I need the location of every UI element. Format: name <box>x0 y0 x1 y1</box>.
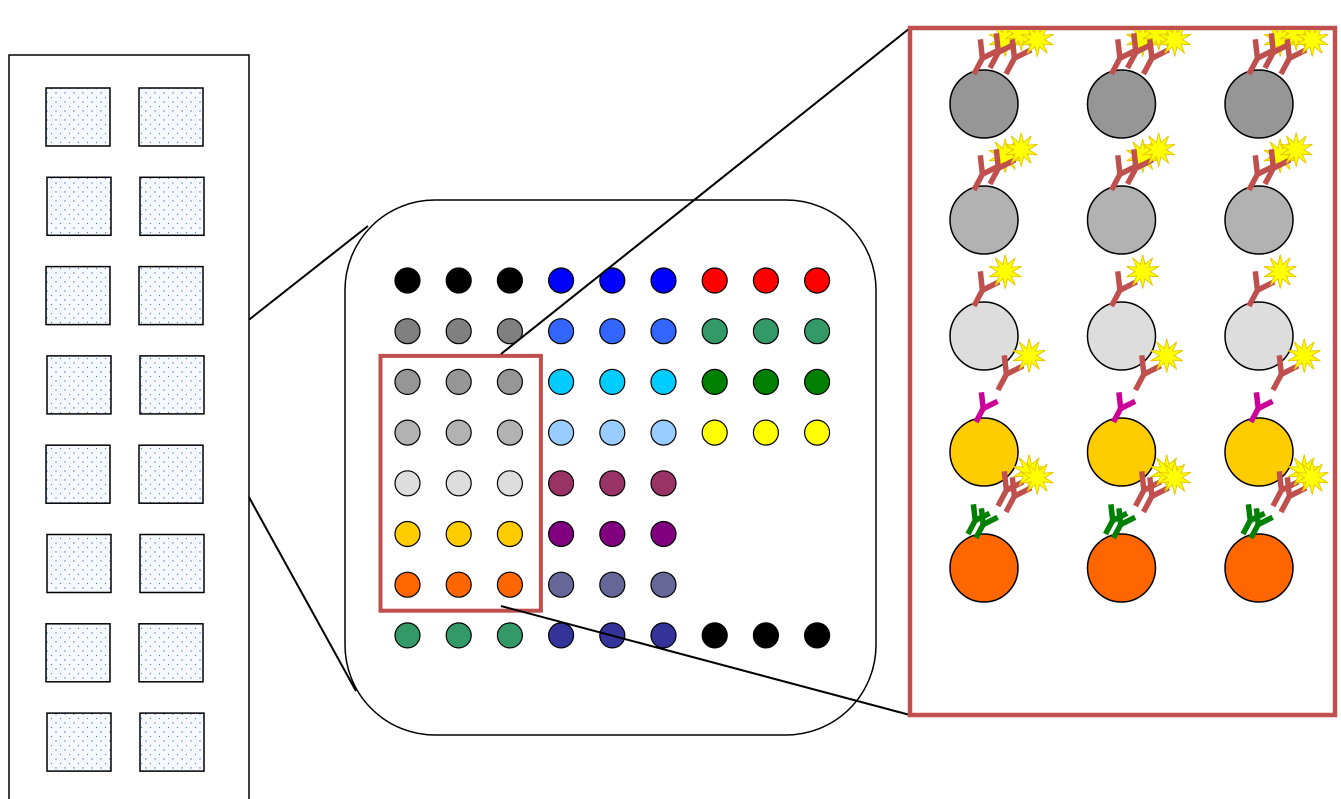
array-spot <box>702 268 727 293</box>
array-spot <box>549 268 574 293</box>
array-spot <box>549 522 574 547</box>
slide-pad <box>139 624 203 682</box>
array-spot <box>651 623 676 648</box>
slide-pad <box>139 267 203 325</box>
bead <box>950 70 1018 138</box>
array-spot <box>600 420 625 445</box>
array-spot <box>600 319 625 344</box>
array-spot <box>446 623 471 648</box>
array-spot <box>805 369 830 394</box>
bead <box>950 186 1018 254</box>
array-spot <box>805 420 830 445</box>
slide-pad <box>46 267 110 325</box>
bead <box>1088 534 1156 602</box>
array-spot <box>497 471 522 496</box>
array-spot <box>549 369 574 394</box>
array-spot <box>805 268 830 293</box>
array-spot <box>446 471 471 496</box>
array-spot <box>446 369 471 394</box>
array-spot <box>651 319 676 344</box>
bead <box>1088 418 1156 486</box>
array-spot <box>446 572 471 597</box>
slide-pad <box>47 535 111 593</box>
array-spot <box>651 522 676 547</box>
array-spot <box>497 369 522 394</box>
array-spot <box>497 522 522 547</box>
bead <box>1225 70 1293 138</box>
array-spot <box>549 623 574 648</box>
array-spot <box>497 268 522 293</box>
array-spot <box>702 319 727 344</box>
array-spot <box>395 623 420 648</box>
array-spot <box>395 572 420 597</box>
slide <box>9 55 249 799</box>
array-spot <box>549 572 574 597</box>
array-spot <box>753 623 778 648</box>
array-spot <box>446 319 471 344</box>
array-spot <box>395 420 420 445</box>
detail-panel <box>910 17 1335 715</box>
bead <box>950 302 1018 370</box>
array-spot <box>395 471 420 496</box>
array-spot <box>600 522 625 547</box>
array-spot <box>651 572 676 597</box>
slide-pad <box>47 356 111 414</box>
bead <box>1225 534 1293 602</box>
bead <box>1088 302 1156 370</box>
array-spot <box>395 369 420 394</box>
array-spot <box>549 471 574 496</box>
array-spot <box>549 420 574 445</box>
slide-pad <box>139 88 203 146</box>
bead <box>1225 418 1293 486</box>
array-spot <box>395 522 420 547</box>
array-spot <box>600 369 625 394</box>
bead <box>1088 70 1156 138</box>
array-spot <box>600 471 625 496</box>
array-spot <box>549 319 574 344</box>
slide-pad <box>46 624 110 682</box>
array-spot <box>651 471 676 496</box>
array-spot <box>395 319 420 344</box>
array-spot <box>753 420 778 445</box>
array-spot <box>497 420 522 445</box>
slide-pad <box>140 713 204 771</box>
bead <box>950 534 1018 602</box>
bead <box>1225 186 1293 254</box>
array-spot <box>651 268 676 293</box>
slide-outline <box>9 55 249 799</box>
array-spot <box>446 522 471 547</box>
array-spot <box>497 623 522 648</box>
array-pad <box>345 28 910 735</box>
slide-pad <box>140 535 204 593</box>
array-spot <box>446 420 471 445</box>
array-spot <box>497 572 522 597</box>
slide-pad <box>140 356 204 414</box>
array-spot <box>702 420 727 445</box>
array-spot <box>600 572 625 597</box>
array-spot <box>805 623 830 648</box>
array-spot <box>651 420 676 445</box>
slide-pad <box>140 177 204 235</box>
bead <box>1088 186 1156 254</box>
array-spot <box>753 268 778 293</box>
array-spot <box>753 369 778 394</box>
array-spot <box>395 268 420 293</box>
slide-pad <box>47 177 111 235</box>
array-spot <box>702 623 727 648</box>
array-spot <box>805 319 830 344</box>
slide-pad <box>47 713 111 771</box>
slide-pad <box>46 88 110 146</box>
array-spot <box>753 319 778 344</box>
slide-pad <box>46 445 110 503</box>
slide-pad <box>139 445 203 503</box>
array-spot <box>651 369 676 394</box>
bead <box>1225 302 1293 370</box>
bead <box>950 418 1018 486</box>
array-spot <box>702 369 727 394</box>
array-spot <box>446 268 471 293</box>
